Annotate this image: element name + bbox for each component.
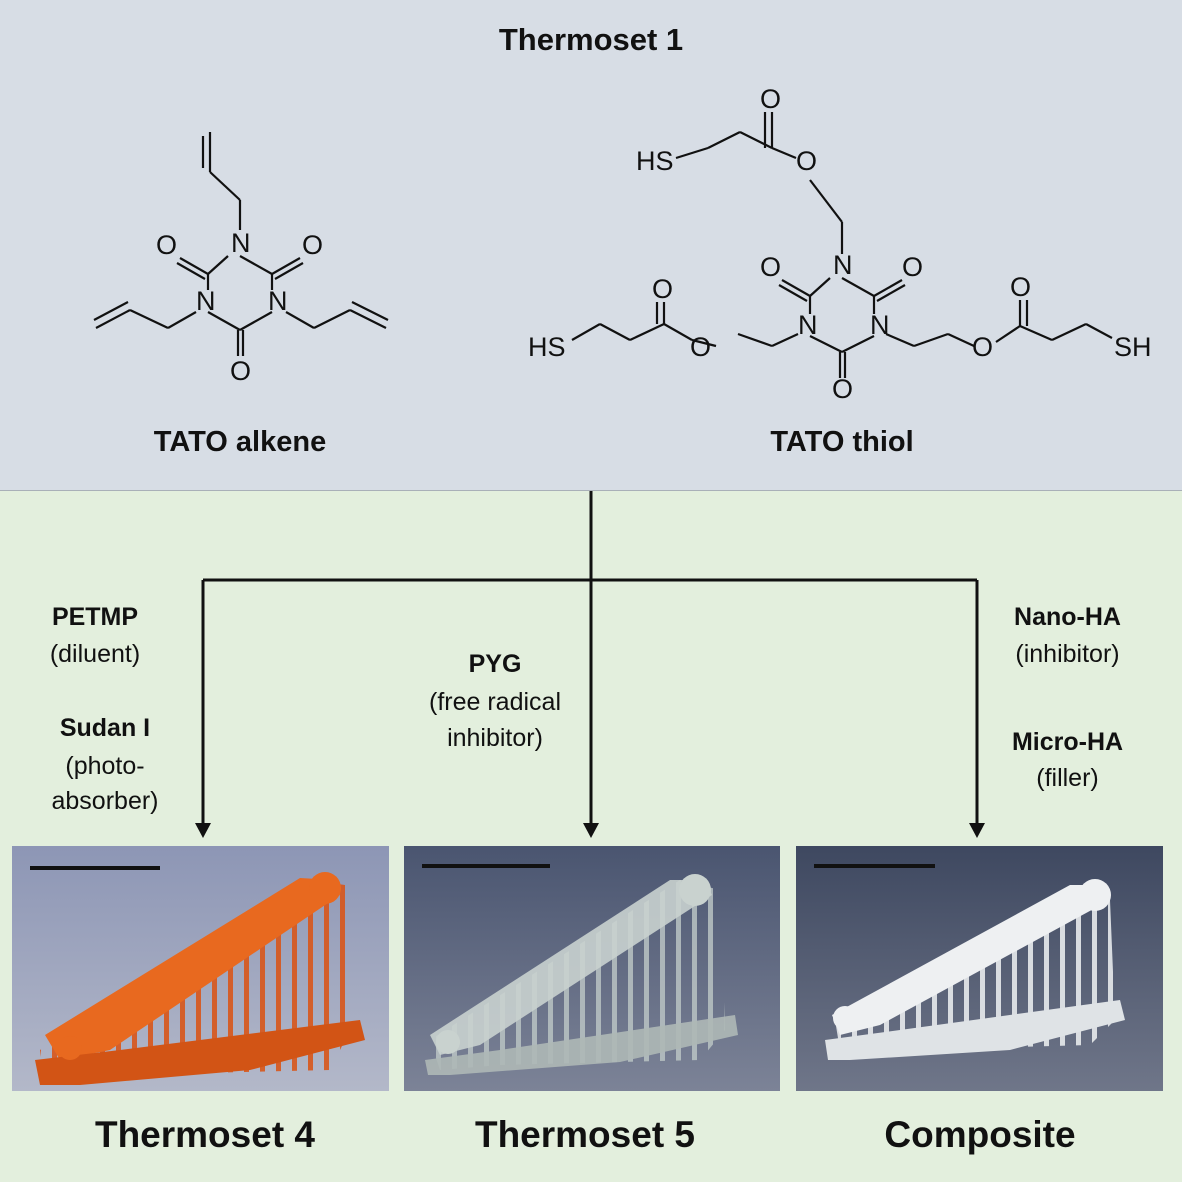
additive-role: inhibitor): [447, 724, 543, 752]
n-atom: N: [231, 228, 251, 258]
o-atom: O: [156, 230, 177, 260]
n-atom: N: [196, 286, 216, 316]
additive-role: absorber): [51, 787, 159, 815]
tato-thiol-label: TATO thiol: [770, 426, 914, 458]
o-atom: O: [760, 252, 781, 282]
additive-role: (inhibitor): [1015, 640, 1120, 668]
additive-name: PYG: [468, 650, 522, 678]
o-atom: O: [902, 252, 923, 282]
photo-composite: [796, 846, 1163, 1091]
branch-arrows: [201, 491, 979, 828]
hs-group: HS: [636, 146, 674, 176]
tato-alkene-structure: N N N O O O: [93, 132, 389, 386]
o-atom: O: [972, 332, 993, 362]
title: Thermoset 1: [498, 22, 684, 57]
additive-name: Nano-HA: [1014, 603, 1121, 631]
result-label-thermoset-4: Thermoset 4: [94, 1114, 315, 1155]
additive-role: (diluent): [49, 640, 141, 668]
n-atom: N: [833, 250, 853, 280]
additive-role: (filler): [1036, 764, 1099, 792]
additive-role: (free radical: [429, 688, 561, 716]
o-atom: O: [302, 230, 323, 260]
o-atom: O: [832, 374, 853, 404]
additive-role: (photo-: [65, 752, 145, 780]
top-panel: [0, 0, 1182, 491]
result-label-composite: Composite: [884, 1114, 1076, 1155]
hs-group: HS: [528, 332, 566, 362]
n-atom: N: [268, 286, 288, 316]
arrow-heads: [195, 823, 985, 838]
o-atom: O: [760, 84, 781, 114]
n-atom: N: [870, 310, 890, 340]
additive-name: PETMP: [51, 603, 139, 631]
photo-thermoset-4: [12, 846, 389, 1091]
o-atom: O: [652, 274, 673, 304]
o-atom: O: [230, 356, 251, 386]
n-atom: N: [798, 310, 818, 340]
result-label-thermoset-5: Thermoset 5: [474, 1114, 695, 1155]
sh-group: SH: [1114, 332, 1152, 362]
o-atom: O: [690, 332, 711, 362]
o-atom: O: [796, 146, 817, 176]
o-atom: O: [1010, 272, 1031, 302]
additive-name: Micro-HA: [1011, 728, 1124, 756]
tato-alkene-label: TATO alkene: [153, 426, 327, 458]
photo-thermoset-5: [404, 846, 780, 1091]
tato-thiol-structure: N N N O O O O O HS O O HS O O SH: [528, 84, 1152, 404]
additive-name: Sudan I: [59, 714, 151, 742]
